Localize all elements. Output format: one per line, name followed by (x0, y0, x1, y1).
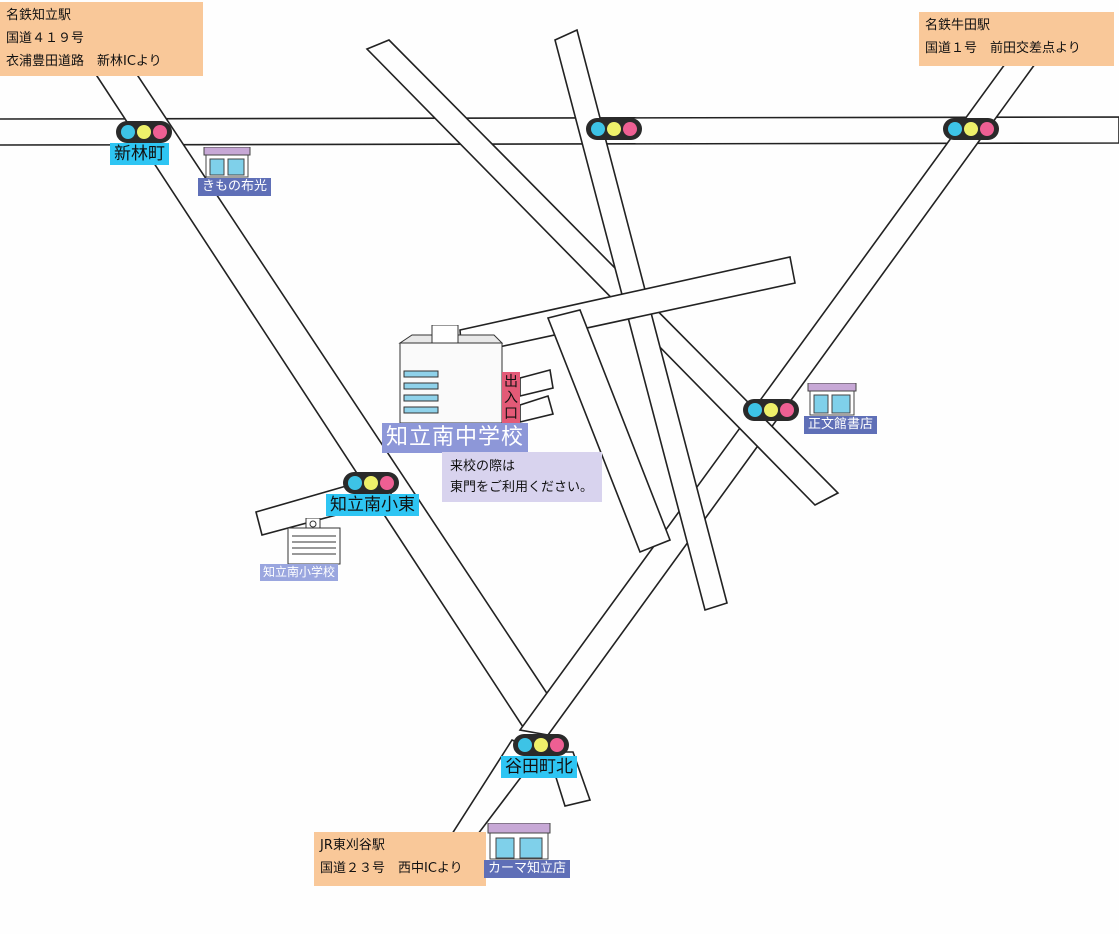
road-south-cross (546, 309, 672, 554)
traffic-signal-icon (116, 121, 172, 143)
callout-higashikariya-station: JR東刈谷駅 国道２３号 西中ICより (314, 832, 486, 886)
callout-chiryu-line2: 国道４１９号 (6, 31, 85, 46)
landmark-label-bookstore: 正文館書店 (804, 416, 878, 434)
callout-chiryu-line3: 衣浦豊田道路 新林ICより (6, 54, 162, 69)
intersection-label-yatacho-kita: 谷田町北 (501, 756, 577, 778)
traffic-signal-icon (513, 734, 569, 756)
road-school-east-b (519, 394, 554, 424)
intersection-label-minami-sho-higashi: 知立南小東 (326, 494, 419, 516)
callout-higashikariya-line1: JR東刈谷駅 (320, 838, 385, 853)
shop-icon (203, 147, 251, 178)
note-line2: 東門をご利用ください。 (450, 480, 594, 495)
callout-chiryu-line1: 名鉄知立駅 (6, 8, 72, 23)
traffic-signal-icon (586, 118, 642, 140)
school-visitor-note: 来校の際は 東門をご利用ください。 (442, 452, 602, 502)
road-signal2-south (554, 28, 728, 612)
intersection-label-shinbayashi: 新林町 (110, 143, 169, 165)
note-line1: 来校の際は (450, 459, 516, 474)
landmark-label-elementary: 知立南小学校 (260, 564, 339, 581)
landmark-label-carma: カーマ知立店 (484, 860, 571, 878)
road-school-east-a (519, 369, 554, 398)
shop-icon (807, 383, 857, 416)
traffic-signal-icon (743, 399, 799, 421)
callout-chiryu-station: 名鉄知立駅 国道４１９号 衣浦豊田道路 新林ICより (0, 2, 203, 76)
callout-higashikariya-line2: 国道２３号 西中ICより (320, 861, 463, 876)
shop-icon (487, 823, 551, 860)
callout-ushida-line2: 国道１号 前田交差点より (925, 41, 1081, 56)
school-entrance-label: 出入口 (502, 372, 520, 424)
school-building-icon (287, 518, 341, 565)
traffic-signal-icon (343, 472, 399, 494)
road-center-diagonal (365, 39, 840, 506)
school-building-icon (398, 325, 504, 424)
traffic-signal-icon (943, 118, 999, 140)
landmark-label-kimono: きもの布光 (198, 178, 272, 196)
school-name-label: 知立南中学校 (382, 423, 529, 453)
callout-ushida-line1: 名鉄牛田駅 (925, 18, 991, 33)
road-east-west (0, 116, 1119, 146)
callout-ushida-station: 名鉄牛田駅 国道１号 前田交差点より (919, 12, 1114, 66)
